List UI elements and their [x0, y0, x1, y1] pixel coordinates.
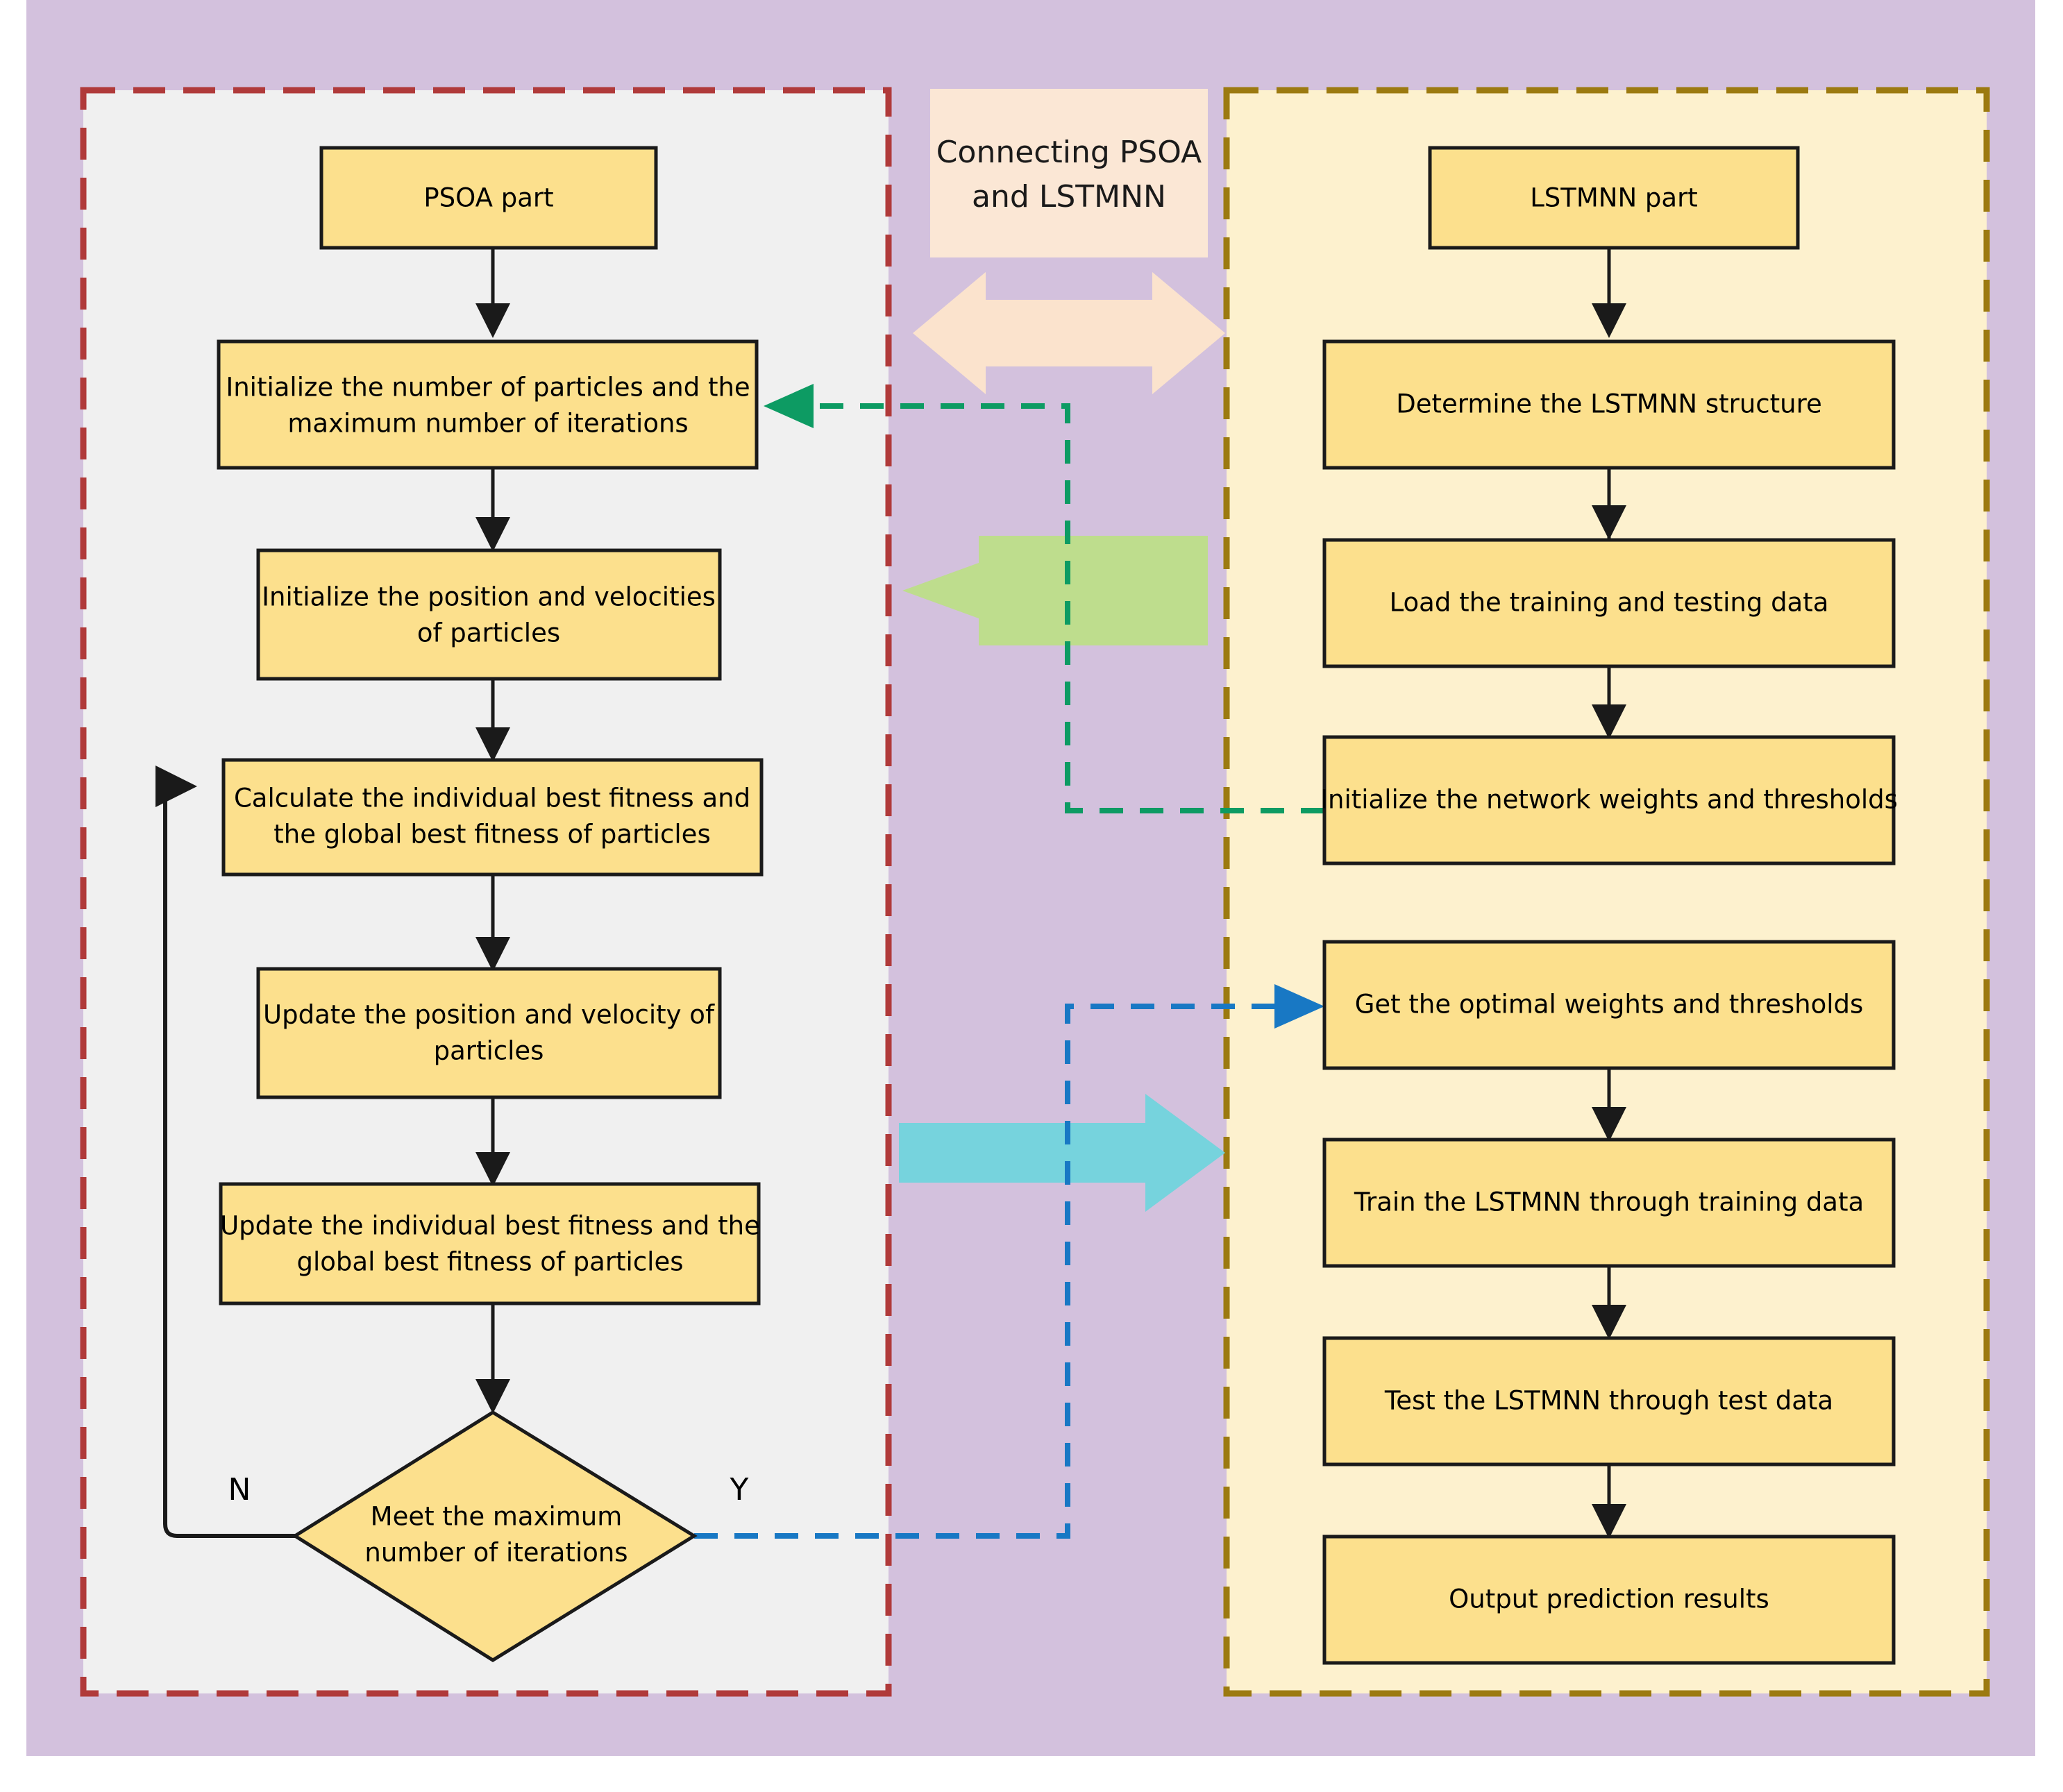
node-get-optimal-label: Get the optimal weights and thresholds [1355, 990, 1864, 1020]
cyan-block-arrow-body [899, 1094, 1225, 1212]
node-calc-fitness-line2: the global best fitness of particles [273, 820, 710, 849]
node-test-label: Test the LSTMNN through test data [1384, 1386, 1833, 1416]
node-lstmnn-part[interactable] [1428, 146, 1800, 250]
node-test[interactable] [1322, 1336, 1896, 1466]
edge-no-loopback [155, 766, 295, 1538]
node-init-weights[interactable] [1322, 735, 1896, 865]
node-determine-structure-label: Determine the LSTMNN structure [1396, 389, 1822, 419]
node-init-particles-line1: Initialize the number of particles and t… [226, 373, 750, 403]
node-update-position-line2: particles [434, 1036, 544, 1066]
node-lstmnn-part-label: LSTMNN part [1530, 183, 1698, 213]
connecting-box [930, 89, 1208, 257]
node-get-optimal[interactable] [1322, 940, 1896, 1070]
node-init-position-line2: of particles [417, 618, 560, 648]
node-meet-max-iterations[interactable] [292, 1410, 698, 1662]
connecting-box-line2: and LSTMNN [972, 179, 1166, 214]
node-output[interactable] [1322, 1535, 1896, 1665]
node-calc-fitness[interactable] [221, 758, 764, 877]
node-meet-max-line2: number of iterations [364, 1538, 628, 1568]
node-update-fitness-line2: global best fitness of particles [297, 1247, 684, 1277]
node-load-data-label: Load the training and testing data [1390, 588, 1829, 618]
node-update-fitness[interactable] [219, 1182, 761, 1305]
node-init-particles-line2: maximum number of iterations [287, 409, 688, 439]
node-train-label: Train the LSTMNN through training data [1354, 1187, 1864, 1217]
node-meet-max-line1: Meet the maximum [371, 1502, 623, 1532]
node-update-position[interactable] [256, 967, 722, 1099]
node-init-weights-label: Initialize the network weights and thres… [1320, 785, 1898, 815]
bidirectional-arrow [913, 272, 1225, 394]
node-train[interactable] [1322, 1138, 1896, 1268]
node-init-position[interactable] [256, 548, 722, 681]
node-output-label: Output prediction results [1449, 1584, 1769, 1614]
node-psoa-part-label: PSOA part [423, 183, 553, 213]
node-update-fitness-line1: Update the individual best fitness and t… [220, 1211, 760, 1241]
node-calc-fitness-line1: Calculate the individual best fitness an… [234, 784, 750, 813]
node-psoa-part[interactable] [319, 146, 658, 250]
connecting-box-line1: Connecting PSOA [936, 135, 1202, 170]
green-block-arrow [902, 536, 1208, 645]
node-determine-structure[interactable] [1322, 339, 1896, 470]
node-init-particles[interactable] [217, 339, 759, 470]
node-init-position-line1: Initialize the position and velocities [262, 582, 716, 612]
blue-dashed-connector [694, 984, 1324, 1539]
branch-label-yes: Y [730, 1472, 749, 1507]
branch-label-no: N [228, 1472, 251, 1507]
node-update-position-line1: Update the position and velocity of [263, 1000, 715, 1030]
node-load-data[interactable] [1322, 538, 1896, 668]
green-dashed-connector [764, 384, 1324, 813]
